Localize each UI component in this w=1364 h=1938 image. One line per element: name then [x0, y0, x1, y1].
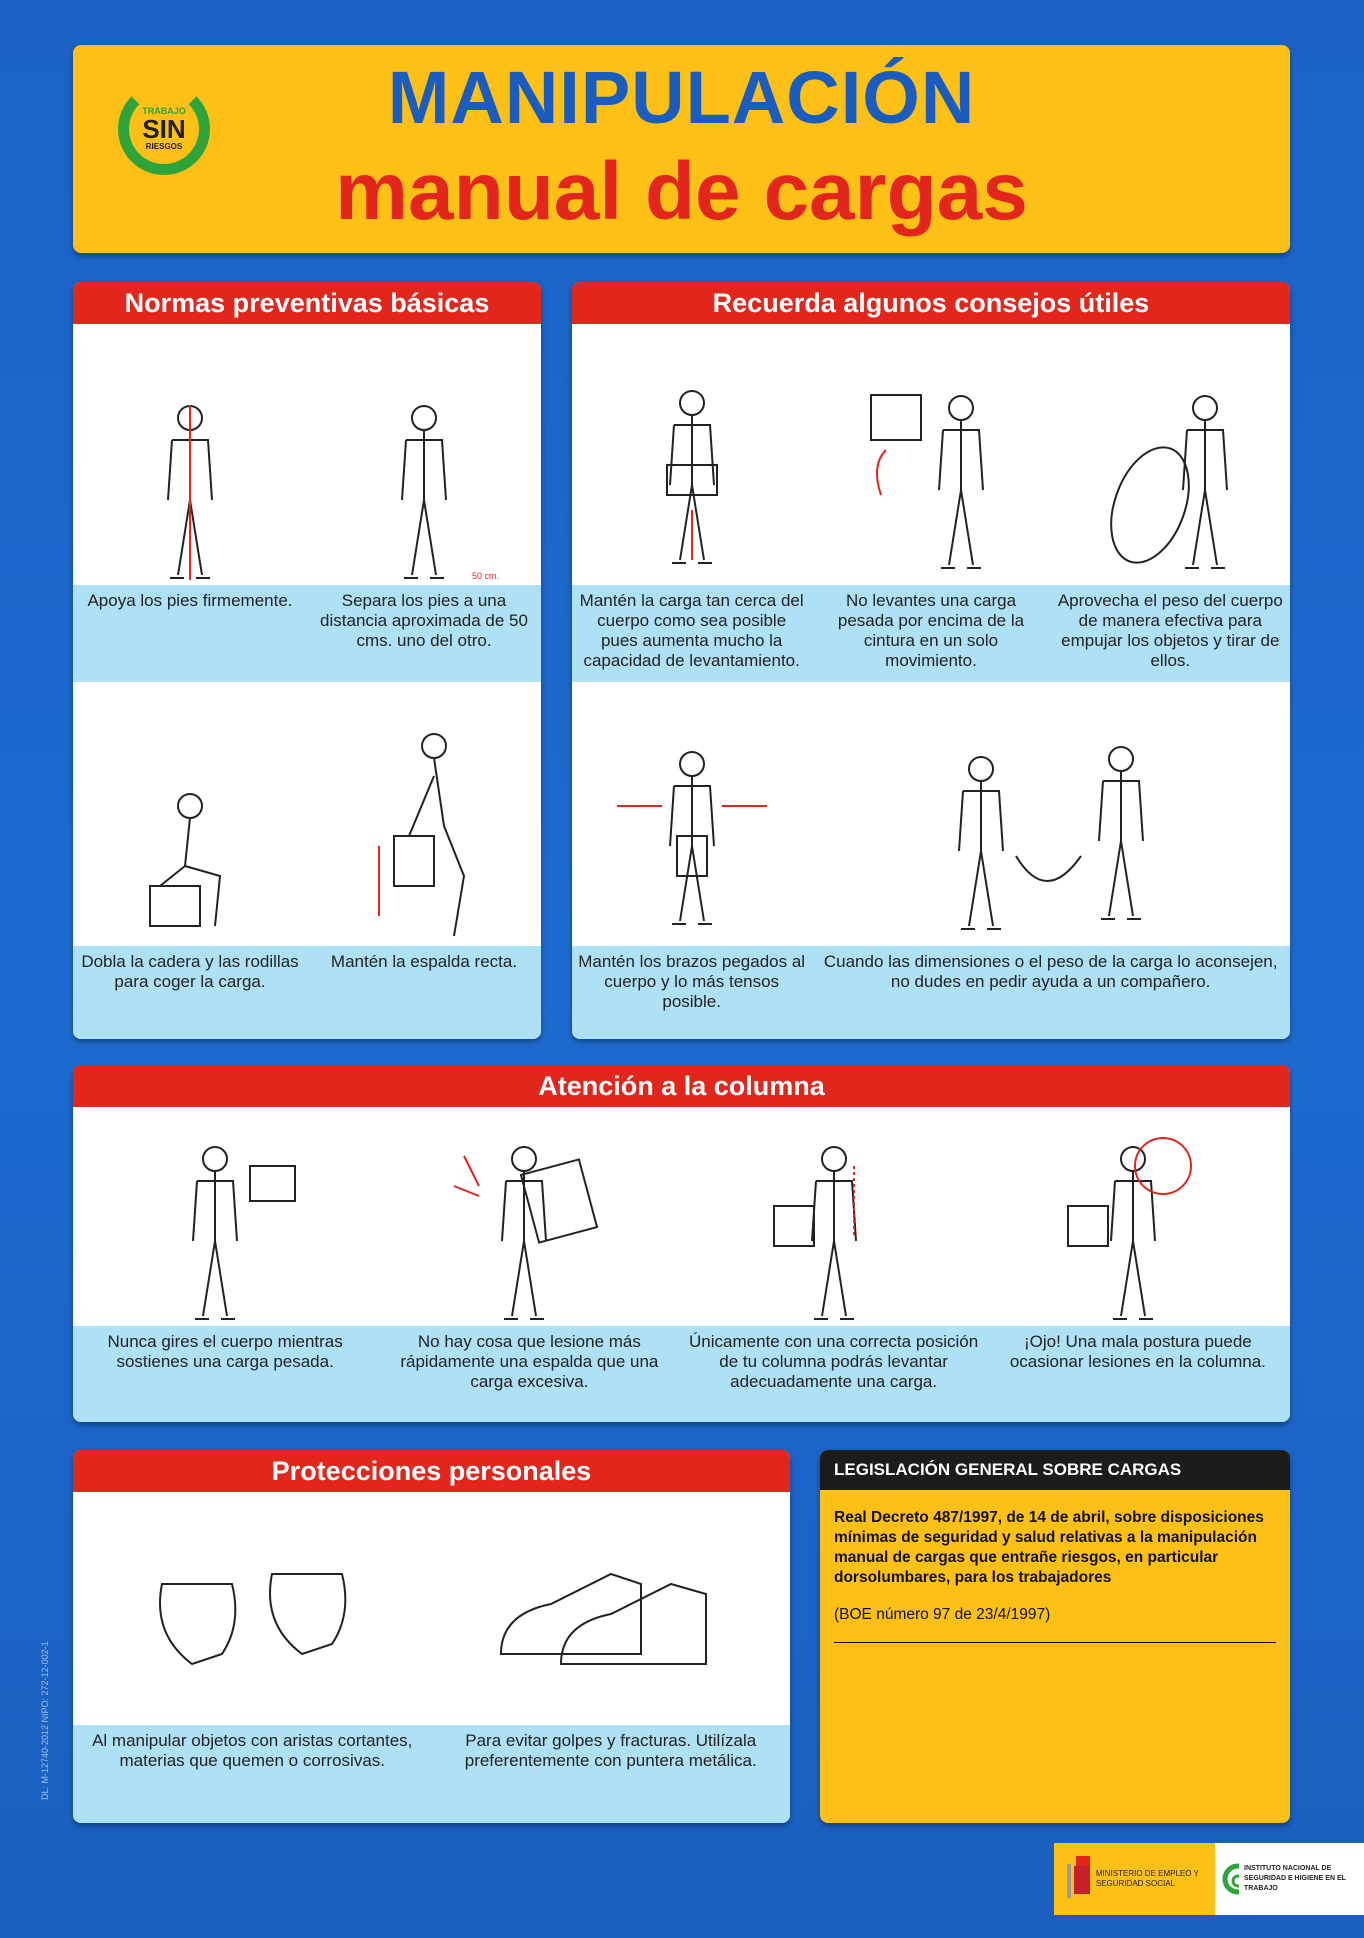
- divider: [834, 1642, 1276, 1643]
- normas-item: 50 cm.Separa los pies a una distancia ap…: [307, 324, 541, 682]
- normas-item: Dobla la cadera y las rodillas para coge…: [73, 681, 307, 1039]
- bad-posture-illustration: [985, 1107, 1290, 1326]
- correct-spine-illustration: [681, 1107, 986, 1326]
- protecciones-panel: Protecciones personales Al manipular obj…: [73, 1450, 790, 1823]
- columna-item: ¡Ojo! Una mala postura puede ocasionar l…: [985, 1107, 1290, 1422]
- title-line-2: manual de cargas: [335, 146, 1028, 237]
- team-lift-illustration: [811, 681, 1290, 946]
- insht-icon: [1222, 1863, 1239, 1895]
- feet-apart-illustration: 50 cm.: [307, 324, 541, 585]
- consejos-panel: Recuerda algunos consejos útiles Mantén …: [572, 282, 1290, 1039]
- protecciones-title: Protecciones personales: [73, 1450, 790, 1492]
- normas-item: Mantén la espalda recta.: [307, 681, 541, 1039]
- load-close-illustration: [572, 324, 812, 585]
- twist-illustration: [73, 1107, 378, 1326]
- consejos-item: No levantes una carga pesada por encima …: [811, 324, 1051, 682]
- arms-close-illustration: [572, 681, 812, 946]
- columna-title: Atención a la columna: [73, 1065, 1290, 1107]
- normas-panel: Normas preventivas básicas Apoya los pie…: [73, 282, 541, 1039]
- consejos-item: Aprovecha el peso del cuerpo de manera e…: [1050, 324, 1290, 682]
- safety-boots-icon: [431, 1492, 790, 1725]
- title-line-1: MANIPULACIÓN: [387, 56, 976, 139]
- header-banner: TRABAJO SIN RIESGOS MANIPULACIÓN manual …: [73, 45, 1290, 253]
- legislacion-title: LEGISLACIÓN GENERAL SOBRE CARGAS: [820, 1450, 1290, 1490]
- consejos-item: Mantén los brazos pegados al cuerpo y lo…: [572, 681, 812, 1039]
- consejos-item: Mantén la carga tan cerca del cuerpo com…: [572, 324, 812, 682]
- normas-item: Apoya los pies firmemente.: [73, 324, 307, 682]
- lift-above-waist-illustration: [811, 324, 1051, 585]
- protecciones-item: Para evitar golpes y fracturas. Utilízal…: [431, 1492, 790, 1823]
- protecciones-item: Al manipular objetos con aristas cortant…: [73, 1492, 432, 1823]
- trabajo-sin-riesgos-logo: TRABAJO SIN RIESGOS: [118, 83, 210, 175]
- legislacion-body: Real Decreto 487/1997, de 14 de abril, s…: [834, 1509, 1264, 1586]
- columna-panel: Atención a la columna Nunca gires el cue…: [73, 1065, 1290, 1422]
- heavy-load-illustration: [377, 1107, 682, 1326]
- insht-logo: INSTITUTO NACIONAL DE SEGURIDAD E HIGIEN…: [1215, 1843, 1364, 1915]
- legal-code: DL: M-12740-2012 NIPO: 272-12-002-1: [40, 1641, 50, 1800]
- legislacion-reference: (BOE número 97 de 23/4/1997): [834, 1606, 1051, 1623]
- straight-back-illustration: [307, 681, 541, 946]
- consejos-item: Cuando las dimensiones o el peso de la c…: [811, 681, 1290, 1039]
- consejos-title: Recuerda algunos consejos útiles: [572, 282, 1290, 324]
- legislacion-panel: LEGISLACIÓN GENERAL SOBRE CARGAS Real De…: [820, 1450, 1290, 1823]
- coat-of-arms-icon: [1067, 1856, 1090, 1898]
- ministry-logo: MINISTERIO DE EMPLEO Y SEGURIDAD SOCIAL: [1054, 1843, 1215, 1915]
- columna-item: Nunca gires el cuerpo mientras sostienes…: [73, 1107, 378, 1422]
- normas-title: Normas preventivas básicas: [73, 282, 541, 324]
- gloves-icon: [73, 1492, 432, 1725]
- standing-figure-illustration: [73, 324, 307, 585]
- footer-logos: MINISTERIO DE EMPLEO Y SEGURIDAD SOCIAL …: [1054, 1843, 1364, 1915]
- columna-item: Únicamente con una correcta posición de …: [681, 1107, 986, 1422]
- push-barrel-illustration: [1050, 324, 1290, 585]
- crouching-lift-illustration: [73, 681, 307, 946]
- columna-item: No hay cosa que lesione más rápidamente …: [377, 1107, 682, 1422]
